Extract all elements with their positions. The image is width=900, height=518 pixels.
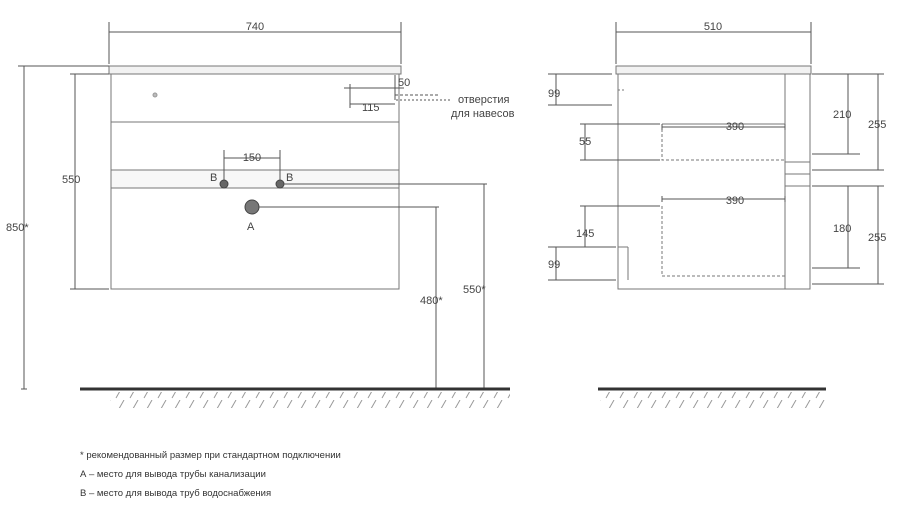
hole-label-line2: для навесов xyxy=(451,108,515,120)
dim-depth-510 xyxy=(615,22,812,64)
dim-total-height: 850* xyxy=(6,222,29,234)
side-floor-hatch xyxy=(600,392,826,408)
dim-side-right xyxy=(812,73,884,285)
drain-pipe-label: A xyxy=(247,221,255,233)
dim-upper-gap: 55 xyxy=(579,136,591,148)
dim-left-verticals xyxy=(18,65,109,390)
dim-width-label: 740 xyxy=(246,21,264,33)
side-countertop xyxy=(615,65,812,75)
dim-water-height: 550* xyxy=(463,284,486,296)
note-water: В – место для вывода труб водоснабжения xyxy=(80,488,271,499)
dim-lower-drawer-depth: 390 xyxy=(726,195,744,207)
dim-lower-gap: 145 xyxy=(576,228,594,240)
front-countertop xyxy=(108,65,402,75)
dim-body-height: 550 xyxy=(62,174,80,186)
dim-side-bottom: 99 xyxy=(548,259,560,271)
dim-pipe-spacing xyxy=(223,150,281,180)
dim-drawer-depths xyxy=(661,124,786,202)
dim-drain-height: 480* xyxy=(420,295,443,307)
front-floor-hatch xyxy=(110,392,510,408)
water-pipe-right xyxy=(275,179,285,189)
dim-upper-drawer-depth: 390 xyxy=(726,121,744,133)
dim-width-740 xyxy=(108,22,402,64)
side-view xyxy=(615,65,812,290)
dim-hole-offset: 115 xyxy=(362,102,380,114)
drain-pipe xyxy=(244,199,260,215)
dim-lower-drawer-height: 180 xyxy=(833,223,851,235)
upper-drawer-outline xyxy=(661,124,786,161)
dim-lower-front-height: 255 xyxy=(868,232,886,244)
note-drain: А – место для вывода трубы канализации xyxy=(80,469,266,480)
note-recommended: * рекомендованный размер при стандартном… xyxy=(80,450,341,461)
dim-side-top: 99 xyxy=(548,88,560,100)
dim-upper-front-height: 255 xyxy=(868,119,886,131)
side-cabinet-body xyxy=(617,73,811,290)
lower-drawer-outline xyxy=(661,206,786,277)
dim-depth-label: 510 xyxy=(704,21,722,33)
dim-hanging-holes xyxy=(344,75,452,108)
front-handle-band xyxy=(110,169,400,189)
water-pipe-right-label: B xyxy=(286,172,293,184)
dim-side-left xyxy=(548,73,660,281)
dim-pipe-spacing-label: 150 xyxy=(243,152,261,164)
water-pipe-left-label: B xyxy=(210,172,217,184)
hole-label-line1: отверстия xyxy=(458,94,510,106)
dim-top-offset: 50 xyxy=(398,77,410,89)
dim-pipe-heights xyxy=(433,183,487,390)
dim-upper-drawer-height: 210 xyxy=(833,109,851,121)
water-pipe-left xyxy=(219,179,229,189)
front-view xyxy=(108,65,402,290)
mounting-hole xyxy=(152,92,158,98)
